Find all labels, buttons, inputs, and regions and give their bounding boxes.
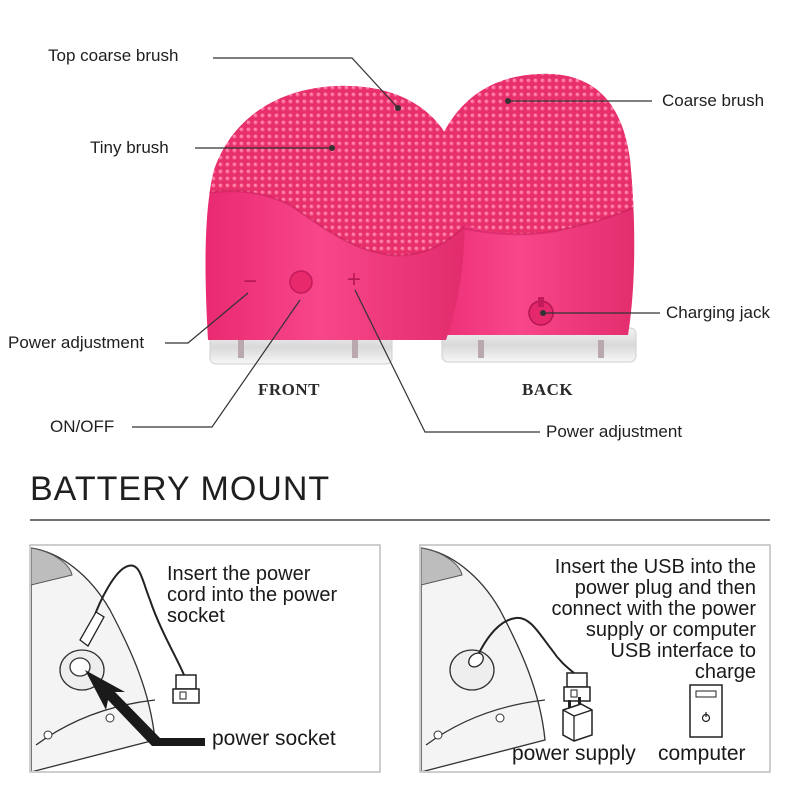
right-panel-instructions: Insert the USB into the power plug and t… xyxy=(436,557,756,683)
label-tiny-brush: Tiny brush xyxy=(90,138,169,157)
right-panel-line: Insert the USB into the xyxy=(554,556,756,578)
power-button xyxy=(289,270,313,294)
plus-button: + xyxy=(347,266,362,293)
back-view-label: BACK xyxy=(522,380,574,399)
arrow-icon xyxy=(85,670,205,746)
right-panel-line: connect with the power xyxy=(551,598,756,620)
right-panel-line: USB interface to xyxy=(610,640,756,662)
power-socket-caption: power socket xyxy=(212,727,336,750)
label-top-coarse-brush: Top coarse brush xyxy=(48,46,179,65)
power-supply-icon xyxy=(562,697,593,742)
computer-caption: computer xyxy=(658,742,746,765)
left-panel-instructions: Insert the power cord into the power soc… xyxy=(167,564,337,627)
usb-plug-icon xyxy=(563,672,591,702)
power-supply-caption: power supply xyxy=(512,742,636,765)
label-power-adjustment-right: Power adjustment xyxy=(546,422,683,441)
left-panel-illustration xyxy=(29,544,381,773)
computer-icon xyxy=(689,684,723,738)
right-panel-line: supply or computer xyxy=(585,619,756,641)
left-panel-line: cord into the power xyxy=(167,584,338,606)
minus-button: − xyxy=(243,268,258,295)
power-icon xyxy=(701,712,711,723)
left-panel-line: Insert the power xyxy=(167,563,311,585)
section-title: BATTERY MOUNT xyxy=(30,470,331,508)
left-panel-line: socket xyxy=(167,605,225,627)
label-charging-jack: Charging jack xyxy=(666,303,770,322)
front-view-label: FRONT xyxy=(258,380,320,399)
right-panel-line: charge xyxy=(694,661,756,683)
leader-lines xyxy=(132,57,660,433)
label-power-adjustment-left: Power adjustment xyxy=(8,333,145,352)
label-on-off: ON/OFF xyxy=(50,417,115,436)
usb-plug-icon xyxy=(172,674,200,704)
right-panel-line: power plug and then xyxy=(574,577,756,599)
label-coarse-brush: Coarse brush xyxy=(662,91,765,110)
front-device xyxy=(205,85,465,365)
right-panel-illustration xyxy=(419,544,771,773)
